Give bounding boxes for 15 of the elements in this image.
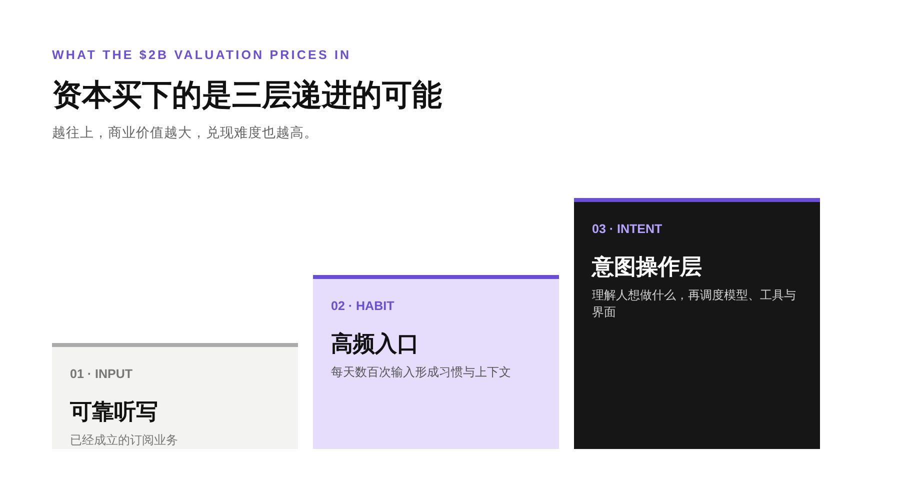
step-card — [313, 275, 559, 449]
subtitle: 越往上，商业价值越大，兑现难度也越高。 — [52, 124, 318, 142]
step-title: 可靠听写 — [70, 398, 158, 426]
step-description: 已经成立的订阅业务 — [70, 432, 178, 449]
step-title: 意图操作层 — [592, 253, 702, 281]
step-number: 02 · HABIT — [331, 298, 394, 314]
step-card — [574, 198, 820, 449]
page-title: 资本买下的是三层递进的可能 — [52, 78, 442, 114]
step-card — [52, 343, 298, 449]
step-title: 高频入口 — [331, 330, 419, 358]
step-description: 每天数百次输入形成习惯与上下文 — [331, 364, 511, 381]
step-number: 01 · INPUT — [70, 366, 133, 382]
kicker-text: WHAT THE $2B VALUATION PRICES IN — [52, 47, 352, 63]
step-number: 03 · INTENT — [592, 221, 662, 237]
step-description: 理解人想做什么，再调度模型、工具与界面 — [592, 287, 797, 321]
